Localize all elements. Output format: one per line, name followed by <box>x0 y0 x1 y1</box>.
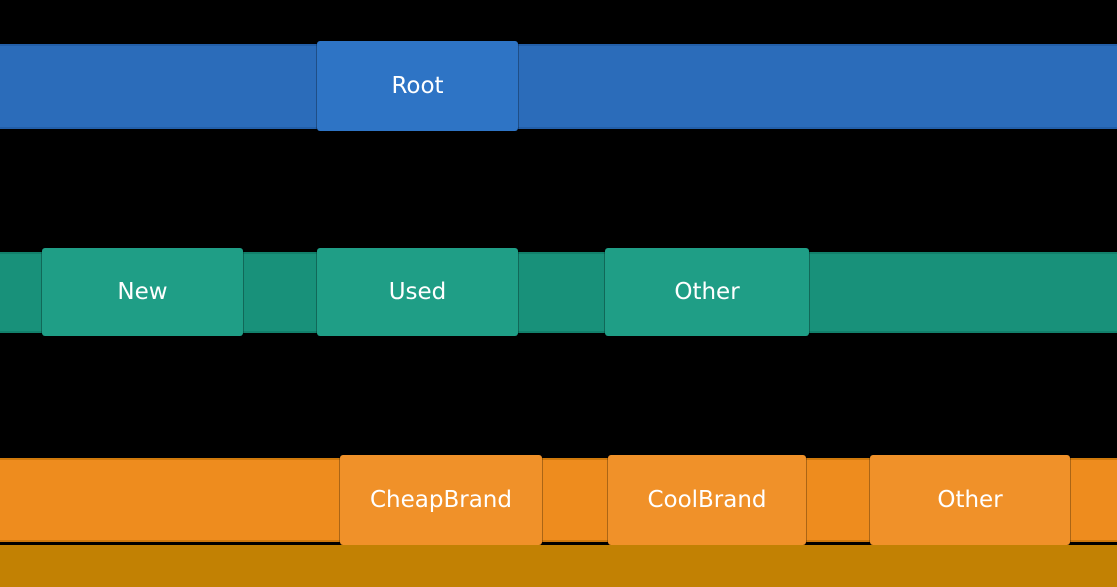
node-label: Root <box>391 72 444 99</box>
icicle-filler-l2-2 <box>243 252 317 333</box>
icicle-node-other-l2[interactable]: Other <box>605 248 809 336</box>
node-label: CoolBrand <box>647 486 767 513</box>
icicle-filler-l3-4 <box>1070 458 1117 542</box>
node-label: Other <box>674 278 740 305</box>
icicle-filler-l1-right <box>518 44 1117 129</box>
icicle-filler-l3-1 <box>0 458 340 542</box>
icicle-node-cheapbrand[interactable]: CheapBrand <box>340 455 542 545</box>
node-label: New <box>117 278 168 305</box>
node-label: CheapBrand <box>370 486 512 513</box>
icicle-node-root[interactable]: Root <box>317 41 518 131</box>
icicle-node-other-l3[interactable]: Other <box>870 455 1070 545</box>
icicle-node-coolbrand[interactable]: CoolBrand <box>608 455 806 545</box>
icicle-filler-l3-3 <box>806 458 870 542</box>
icicle-filler-l2-1 <box>0 252 42 333</box>
icicle-level4-strip <box>0 545 1117 587</box>
icicle-filler-l2-4 <box>809 252 1117 333</box>
icicle-filler-l1-left <box>0 44 317 129</box>
icicle-node-new[interactable]: New <box>42 248 243 336</box>
node-label: Used <box>388 278 447 305</box>
icicle-filler-l3-2 <box>542 458 608 542</box>
icicle-node-used[interactable]: Used <box>317 248 518 336</box>
node-label: Other <box>937 486 1003 513</box>
icicle-filler-l2-3 <box>518 252 605 333</box>
